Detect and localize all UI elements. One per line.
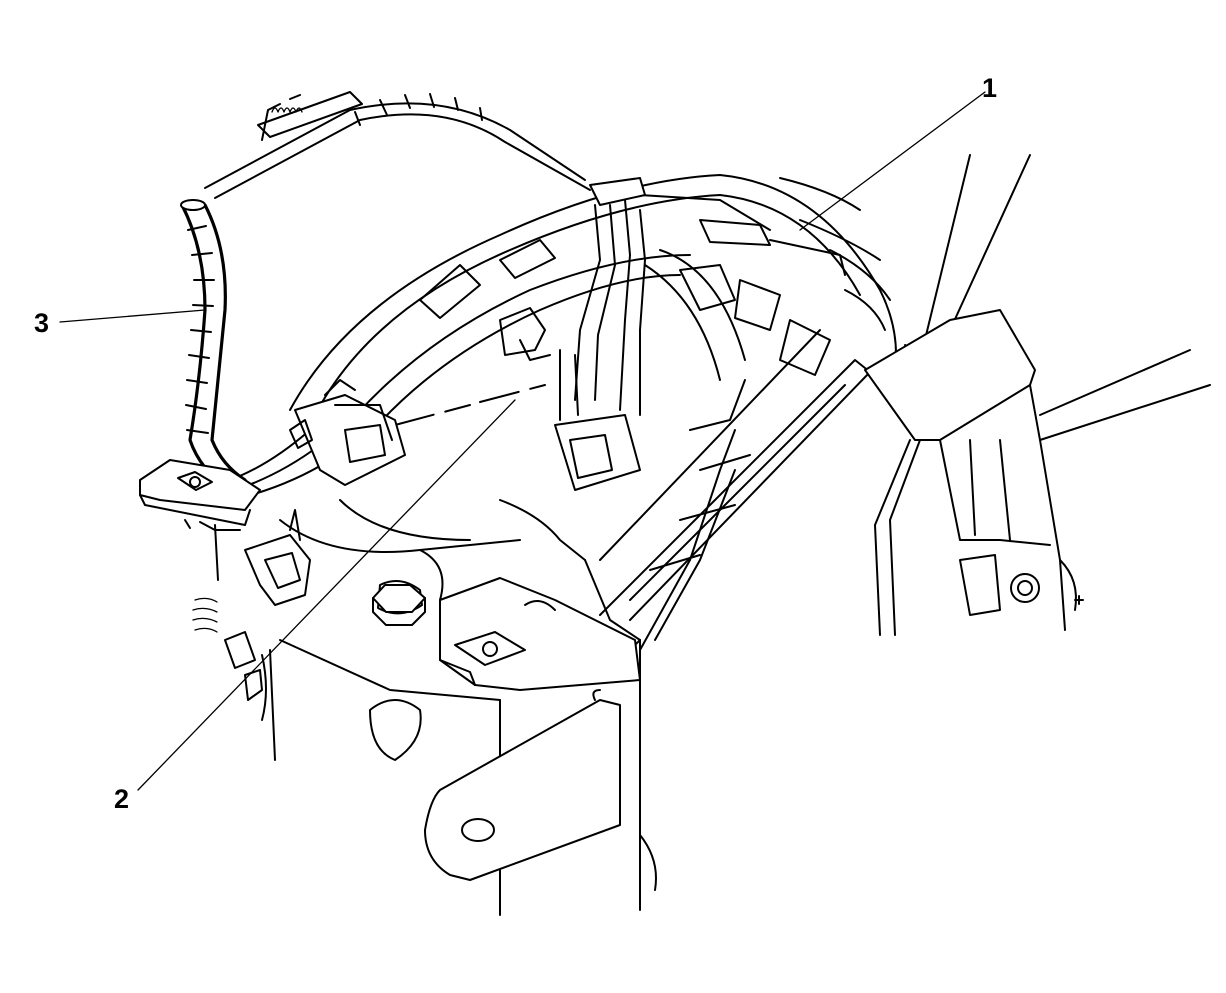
instrument-panel-bracket	[269, 174, 897, 916]
harness-branch	[180, 199, 406, 499]
retaining-clip	[244, 509, 311, 606]
lower-mounting-flange	[369, 689, 657, 891]
hidden-projection-line	[394, 384, 546, 426]
leader-lines	[59, 91, 986, 791]
leader-line-3	[59, 309, 206, 323]
center-harness-connector	[499, 177, 746, 491]
upper-wiring-harness	[204, 91, 591, 199]
callout-label-1: 1	[982, 73, 997, 103]
callout-label-2: 2	[114, 784, 129, 814]
leader-line-1	[799, 91, 986, 231]
steering-column-support	[779, 154, 1211, 636]
callout-label-3: 3	[34, 308, 49, 338]
bolt-and-nut-plate	[372, 549, 641, 691]
leader-line-2	[137, 399, 516, 791]
mounting-tab	[139, 459, 267, 721]
